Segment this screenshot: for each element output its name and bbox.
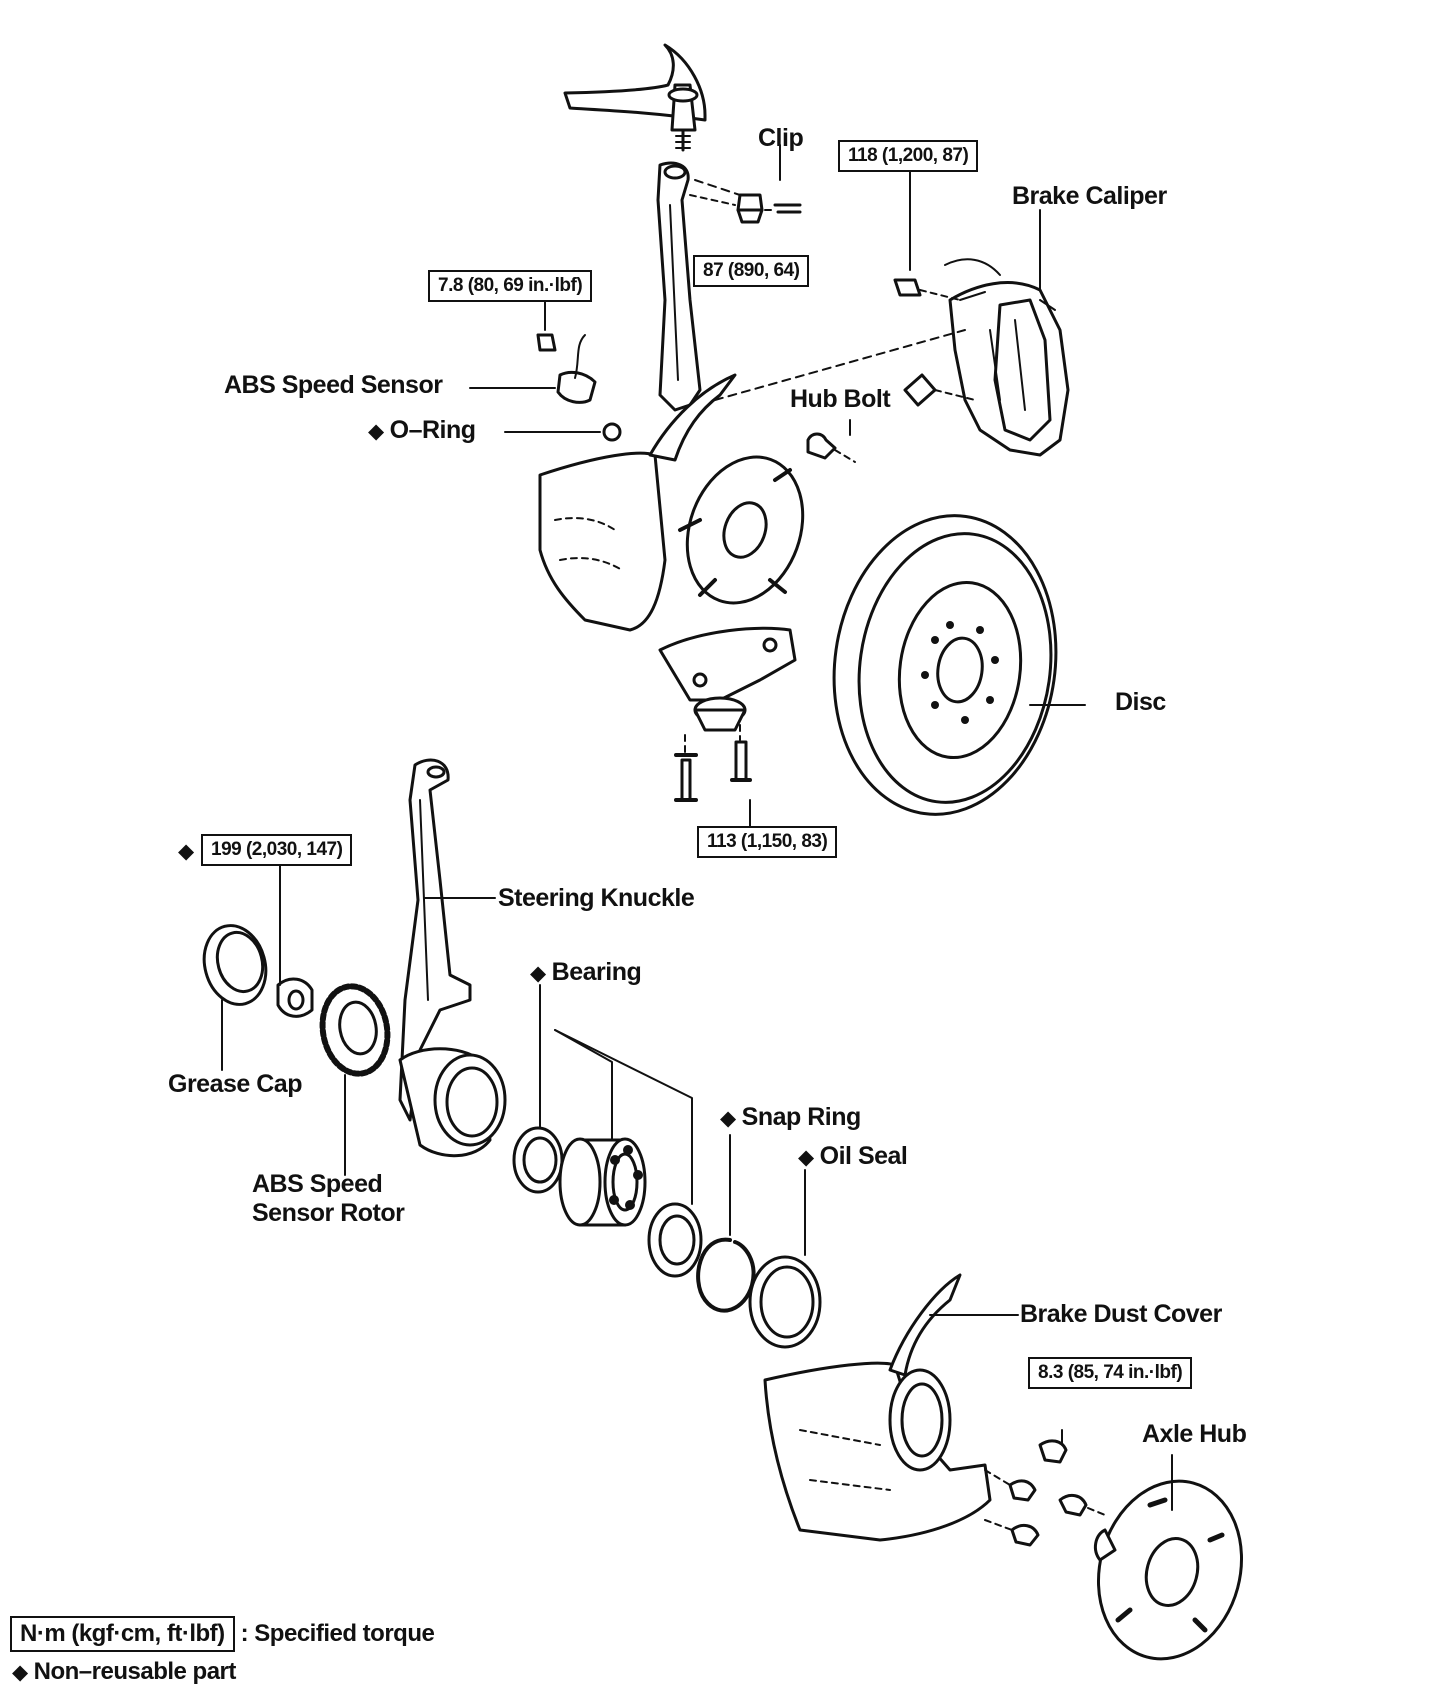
diamond-bullet-icon: ◆ [368,420,384,443]
label-brake-caliper: Brake Caliper [1012,182,1167,210]
upper-control-arm [563,43,707,152]
brake-caliper [944,258,1070,457]
label-clip: Clip [758,124,804,152]
hub-bolt-part [806,432,856,463]
oil-seal-part [748,1255,822,1349]
torque-ball-joint-nut: 87 (890, 64) [693,255,810,287]
brake-disc [832,514,1058,816]
label-bearing-text: Bearing [551,958,642,986]
label-abs-rotor-line2: Sensor Rotor [252,1198,405,1227]
diamond-bullet-icon: ◆ [12,1661,28,1684]
bearing-inner-race [647,1202,703,1278]
torque-lower-arm-bolt: 113 (1,150, 83) [697,826,838,858]
label-hub-bolt: Hub Bolt [790,385,891,413]
dust-cover-bolts [984,1439,1106,1547]
axle-nut-part [276,977,314,1018]
legend-nonreusable: ◆Non–reusable part [12,1658,236,1686]
label-abs-rotor-line1: ABS Speed [252,1170,383,1198]
legend-torque-unit: N·m (kgf·cm, ft·lbf) [10,1616,235,1652]
label-brake-dust-cover: Brake Dust Cover [1020,1300,1222,1328]
label-o-ring: ◆O–Ring [368,416,476,445]
label-oil-seal-text: Oil Seal [819,1142,908,1170]
label-axle-nut-torque: ◆ [178,836,200,865]
legend-nonreusable-desc: Non–reusable part [33,1658,237,1685]
steering-knuckle-assembled [656,161,702,412]
caliper-bolts [893,278,976,407]
label-bearing: ◆Bearing [530,958,642,987]
torque-caliper-bolt: 118 (1,200, 87) [838,140,979,172]
label-oil-seal: ◆Oil Seal [798,1142,908,1171]
label-abs-speed-sensor: ABS Speed Sensor [224,371,443,399]
diamond-bullet-icon: ◆ [530,962,546,985]
lower-ball-joint [658,626,797,732]
steering-knuckle-exploded [398,758,472,1122]
lower-arm-bolts [674,724,752,802]
label-grease-cap: Grease Cap [168,1070,302,1098]
abs-speed-sensor [536,333,597,404]
ball-joint-nut [689,193,802,224]
label-disc: Disc [1115,688,1166,716]
abs-sensor-rotor-part [319,983,391,1077]
knuckle-bore [398,1047,507,1158]
axle-hub-part [1093,1479,1244,1661]
label-abs-speed-sensor-rotor: ABS Speed Sensor Rotor [252,1170,405,1228]
dust-cover-assembled [538,373,737,632]
diamond-bullet-icon: ◆ [720,1107,736,1130]
legend-torque-desc: : Specified torque [240,1620,435,1647]
grease-cap-part [202,924,268,1006]
torque-dust-cover-bolt: 8.3 (85, 74 in.·lbf) [1028,1357,1193,1389]
label-axle-hub: Axle Hub [1142,1420,1247,1448]
torque-abs-sensor-bolt: 7.8 (80, 69 in.·lbf) [428,270,593,302]
axle-hub-assembled [678,455,805,605]
label-snap-ring: ◆Snap Ring [720,1103,861,1132]
bearing-part [558,1137,647,1227]
torque-axle-nut: 199 (2,030, 147) [201,834,353,866]
o-ring-part [602,422,622,442]
label-snap-ring-text: Snap Ring [741,1103,862,1131]
label-o-ring-text: O–Ring [389,416,476,444]
snap-ring-part [696,1237,756,1313]
bearing-outer-race [512,1126,564,1194]
diamond-bullet-icon: ◆ [798,1146,814,1169]
label-steering-knuckle: Steering Knuckle [498,884,695,912]
legend-torque: N·m (kgf·cm, ft·lbf): Specified torque [10,1616,435,1652]
brake-dust-cover-part [763,1273,992,1542]
diamond-bullet-icon: ◆ [178,840,194,863]
